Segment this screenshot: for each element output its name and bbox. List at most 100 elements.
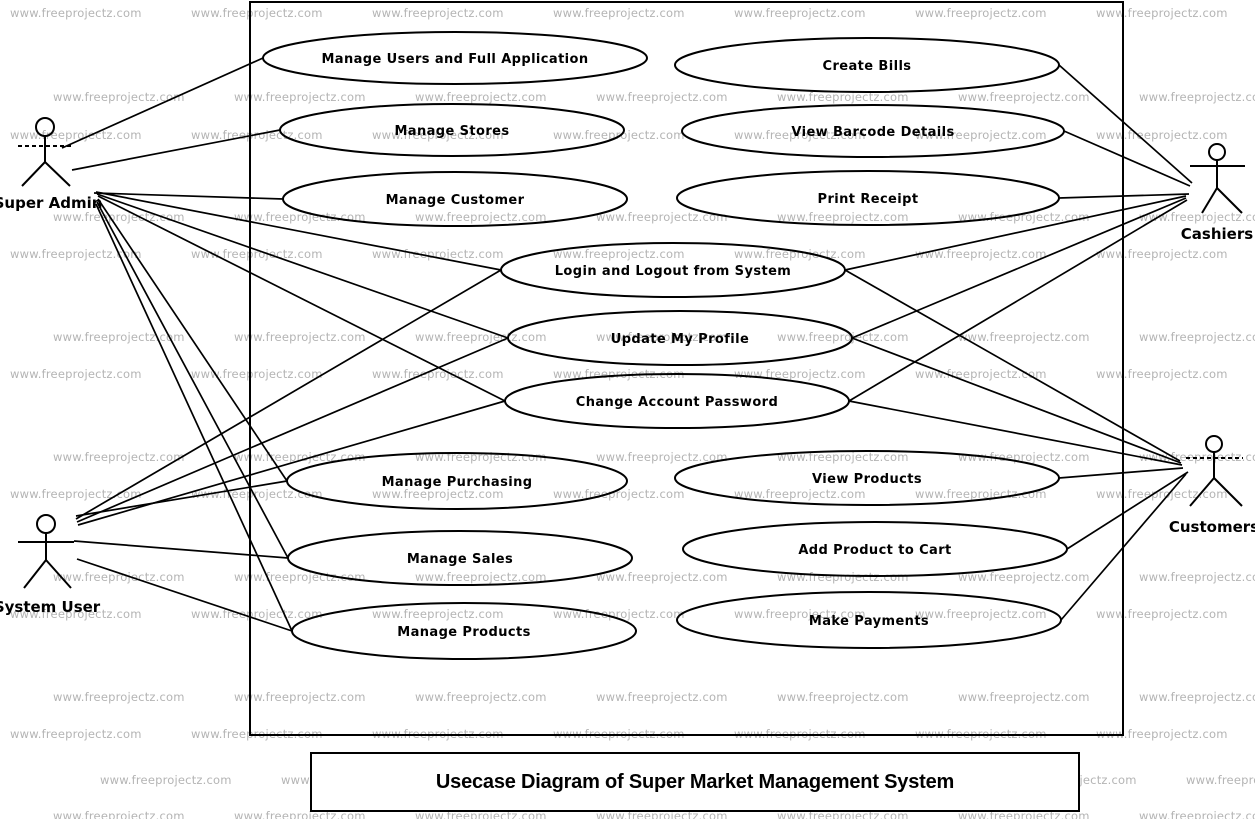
association-super-admin--change-password	[97, 195, 506, 402]
association-super-admin--manage-users	[61, 57, 264, 149]
usecase-label-change-password: Change Account Password	[576, 395, 778, 410]
association-cashiers--print-receipt	[1058, 193, 1190, 199]
actor-left-leg-customers	[1189, 477, 1215, 507]
watermark-text: www.freeprojectz.com	[958, 450, 1090, 464]
watermark-text: www.freeprojectz.com	[915, 6, 1047, 20]
watermark-text: www.freeprojectz.com	[915, 247, 1047, 261]
watermark-text: www.freeprojectz.com	[53, 330, 185, 344]
watermark-text: www.freeprojectz.com	[1096, 128, 1228, 142]
association-cashiers--create-bills	[1058, 64, 1193, 184]
watermark-text: www.freeprojectz.com	[915, 367, 1047, 381]
association-customers--change-password	[848, 400, 1183, 466]
actor-label-system-user: System User	[0, 598, 101, 616]
association-super-admin--update-profile	[96, 193, 509, 339]
watermark-text: www.freeprojectz.com	[53, 450, 185, 464]
actor-label-super-admin: Super Admin	[0, 194, 102, 212]
usecase-label-manage-products: Manage Products	[397, 625, 530, 640]
watermark-text: www.freeprojectz.com	[372, 487, 504, 501]
watermark-text: www.freeprojectz.com	[415, 570, 547, 584]
association-system-user--manage-purchasing	[75, 480, 288, 517]
watermark-text: www.freeprojectz.com	[1096, 727, 1228, 741]
association-system-user--manage-products	[76, 558, 293, 632]
watermark-text: www.freeprojectz.com	[596, 690, 728, 704]
watermark-text: www.freeprojectz.com	[1139, 210, 1255, 224]
watermark-text: www.freeprojectz.com	[734, 487, 866, 501]
watermark-text: www.freeprojectz.com	[777, 90, 909, 104]
usecase-label-view-products: View Products	[812, 472, 922, 487]
watermark-text: www.freeprojectz.com	[596, 570, 728, 584]
usecase-label-add-to-cart: Add Product to Cart	[798, 543, 951, 558]
watermark-text: www.freeprojectz.com	[596, 210, 728, 224]
watermark-text: www.freeprojectz.com	[1139, 330, 1255, 344]
watermark-text: www.freeprojectz.com	[234, 90, 366, 104]
watermark-text: www.freeprojectz.com	[191, 607, 323, 621]
usecase-manage-sales	[287, 530, 633, 586]
watermark-text: www.freeprojectz.com	[372, 128, 504, 142]
watermark-text: www.freeprojectz.com	[1096, 6, 1228, 20]
usecase-label-print-receipt: Print Receipt	[818, 192, 919, 207]
watermark-text: www.freeprojectz.com	[234, 450, 366, 464]
usecase-make-payments	[676, 591, 1062, 649]
diagram-title-box: Usecase Diagram of Super Market Manageme…	[310, 752, 1080, 812]
usecase-print-receipt	[676, 170, 1060, 226]
association-system-user--change-password	[77, 400, 506, 526]
association-customers--make-payments	[1060, 473, 1187, 621]
watermark-text: www.freeprojectz.com	[372, 607, 504, 621]
usecase-change-password	[504, 373, 850, 429]
usecase-label-login-logout: Login and Logout from System	[555, 264, 792, 279]
watermark-text: www.freeprojectz.com	[553, 6, 685, 20]
watermark-text: www.freeprojectz.com	[734, 128, 866, 142]
actor-left-leg-system-user	[23, 559, 47, 589]
watermark-text: www.freeprojectz.com	[777, 210, 909, 224]
watermark-text: www.freeprojectz.com	[415, 210, 547, 224]
watermark-text: www.freeprojectz.com	[1139, 690, 1255, 704]
usecase-label-create-bills: Create Bills	[823, 59, 912, 74]
watermark-text: www.freeprojectz.com	[191, 487, 323, 501]
association-system-user--login-logout	[75, 269, 502, 520]
watermark-text: www.freeprojectz.com	[777, 690, 909, 704]
watermark-text: www.freeprojectz.com	[53, 90, 185, 104]
usecase-label-manage-purchasing: Manage Purchasing	[382, 475, 533, 490]
watermark-text: www.freeprojectz.com	[553, 128, 685, 142]
actor-label-cashiers: Cashiers	[1181, 225, 1253, 243]
usecase-login-logout	[500, 242, 846, 298]
watermark-text: www.freeprojectz.com	[234, 330, 366, 344]
watermark-text: www.freeprojectz.com	[777, 809, 909, 819]
association-super-admin--manage-customer	[93, 192, 284, 200]
watermark-text: www.freeprojectz.com	[1186, 773, 1255, 787]
watermark-text: www.freeprojectz.com	[415, 809, 547, 819]
association-cashiers--update-profile	[851, 197, 1187, 339]
watermark-text: www.freeprojectz.com	[596, 450, 728, 464]
association-customers--view-products	[1058, 467, 1184, 479]
association-customers--add-to-cart	[1066, 471, 1189, 550]
watermark-text: www.freeprojectz.com	[777, 330, 909, 344]
usecase-create-bills	[674, 37, 1060, 93]
watermark-text: www.freeprojectz.com	[234, 210, 366, 224]
watermark-text: www.freeprojectz.com	[372, 247, 504, 261]
association-super-admin--manage-products	[95, 203, 293, 632]
watermark-text: www.freeprojectz.com	[915, 128, 1047, 142]
watermark-text: www.freeprojectz.com	[100, 773, 232, 787]
actor-left-leg-super-admin	[21, 161, 46, 187]
usecase-manage-stores	[279, 103, 625, 157]
watermark-text: www.freeprojectz.com	[958, 690, 1090, 704]
usecase-view-barcode	[681, 104, 1065, 158]
watermark-text: www.freeprojectz.com	[734, 607, 866, 621]
usecase-manage-purchasing	[286, 452, 628, 510]
watermark-text: www.freeprojectz.com	[596, 330, 728, 344]
actor-right-leg-super-admin	[44, 161, 71, 187]
association-customers--update-profile	[851, 337, 1182, 464]
watermark-text: www.freeprojectz.com	[915, 487, 1047, 501]
watermark-text: www.freeprojectz.com	[1139, 809, 1255, 819]
watermark-text: www.freeprojectz.com	[191, 247, 323, 261]
watermark-text: www.freeprojectz.com	[1096, 607, 1228, 621]
watermark-text: www.freeprojectz.com	[191, 6, 323, 20]
usecase-label-view-barcode: View Barcode Details	[791, 125, 954, 140]
watermark-text: www.freeprojectz.com	[1096, 487, 1228, 501]
watermark-text: www.freeprojectz.com	[10, 6, 142, 20]
association-super-admin--login-logout	[95, 191, 502, 271]
actor-customers: Customers	[1169, 435, 1255, 536]
watermark-text: www.freeprojectz.com	[234, 570, 366, 584]
actor-left-leg-cashiers	[1201, 187, 1218, 214]
watermark-text: www.freeprojectz.com	[1096, 247, 1228, 261]
